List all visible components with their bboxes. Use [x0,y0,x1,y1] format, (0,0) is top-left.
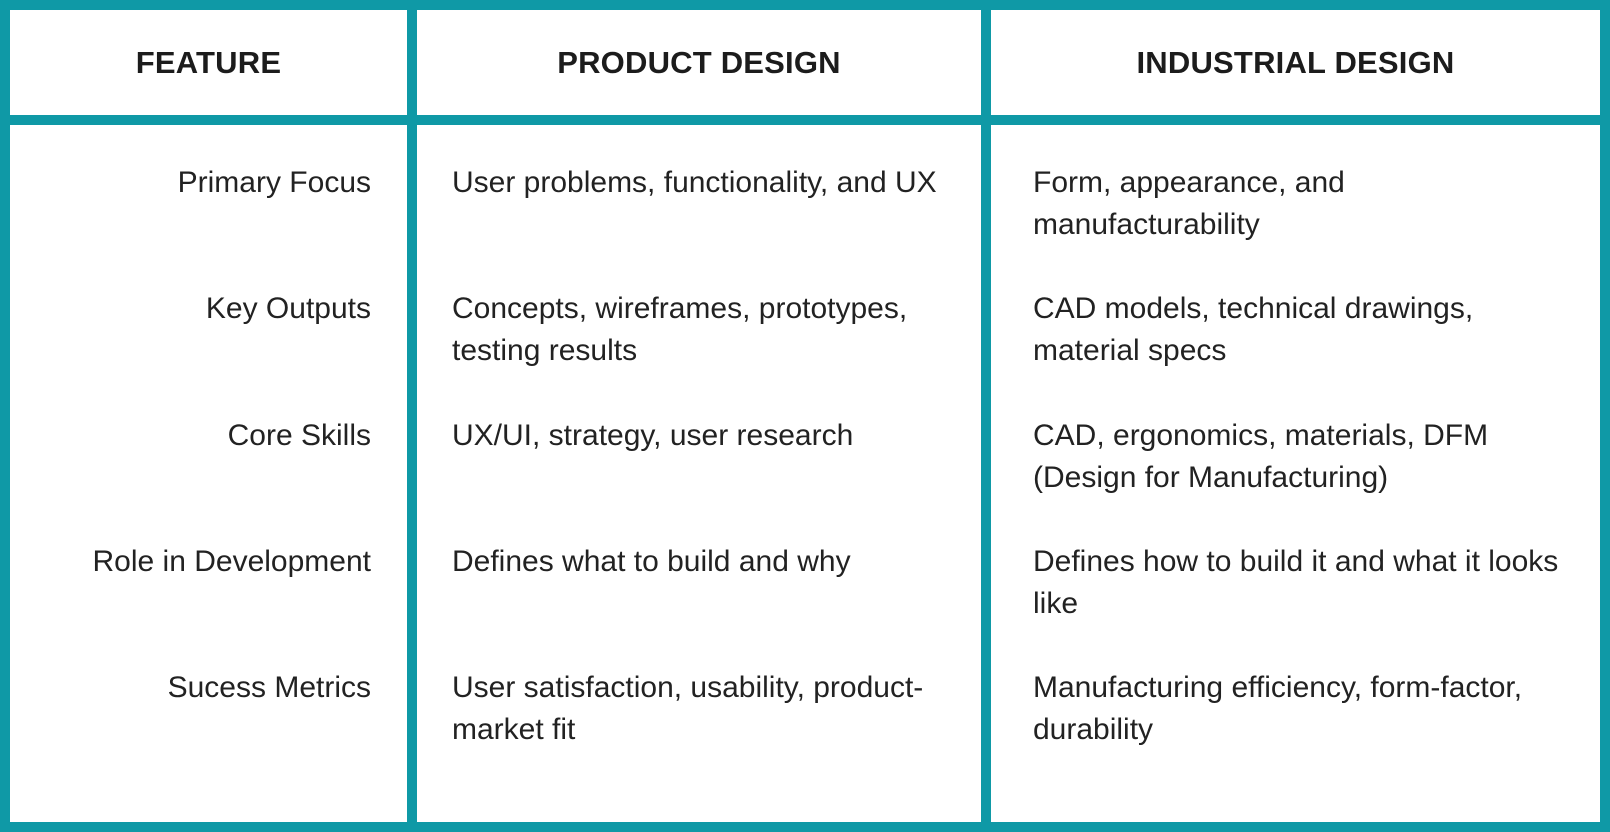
column-divider-2 [981,10,991,822]
product-design-cell: Concepts, wireframes, prototypes, testin… [452,292,908,367]
table-row: Sucess Metrics User satisfaction, usabil… [10,667,1600,795]
industrial-design-cell: CAD, ergonomics, materials, DFM (Design … [1033,419,1489,494]
feature-cell: Primary Focus [177,166,371,199]
table-row: Core Skills UX/UI, strategy, user resear… [10,415,1600,543]
product-design-cell: UX/UI, strategy, user research [452,419,854,452]
table-row: Primary Focus User problems, functionali… [10,162,1600,290]
product-design-cell: Defines what to build and why [452,545,851,578]
feature-cell: Sucess Metrics [167,671,371,704]
feature-cell: Key Outputs [205,292,371,325]
table-row: Role in Development Defines what to buil… [10,541,1600,669]
product-design-cell: User satisfaction, usability, product-ma… [452,671,924,746]
header-industrial-design: INDUSTRIAL DESIGN [1136,44,1455,80]
industrial-design-cell: Manufacturing efficiency, form-factor, d… [1033,671,1523,746]
column-divider-1 [407,10,417,822]
table-row: Key Outputs Concepts, wireframes, protot… [10,288,1600,416]
feature-cell: Role in Development [92,545,371,578]
industrial-design-cell: CAD models, technical drawings, material… [1033,292,1474,367]
header-product-design: PRODUCT DESIGN [557,44,841,80]
header-feature: FEATURE [135,44,282,80]
industrial-design-cell: Defines how to build it and what it look… [1033,545,1559,620]
industrial-design-cell: Form, appearance, and manufacturability [1033,166,1345,241]
product-design-cell: User problems, functionality, and UX [452,166,937,199]
header-divider [10,115,1600,125]
feature-cell: Core Skills [227,419,371,452]
